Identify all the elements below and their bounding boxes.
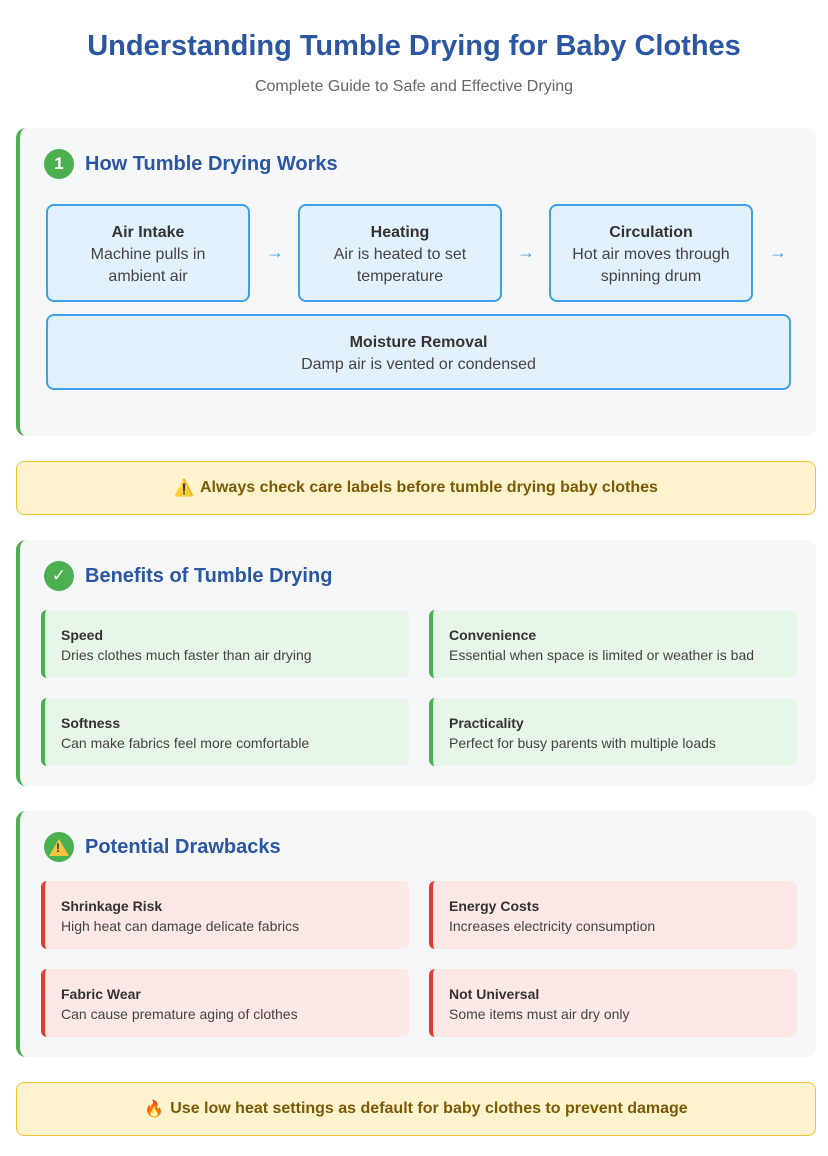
flow-arrow-icon: → [769, 242, 787, 262]
flow-step-desc: ambient air [108, 268, 188, 285]
benefit-card-convenience: Convenience Essential when space is limi… [429, 610, 797, 678]
drawback-card-fabric-wear: Fabric Wear Can cause premature aging of… [41, 969, 409, 1037]
card-title: Softness [61, 715, 121, 731]
flow-step-air-intake: Air Intake Machine pulls in ambient air [46, 204, 250, 302]
card-title: Not Universal [449, 986, 540, 1002]
flow-step-title: Moisture Removal [349, 334, 488, 351]
card-desc: Perfect for busy parents with multiple l… [449, 735, 716, 751]
notice-text: Always check care labels before tumble d… [199, 479, 658, 496]
flow-step-desc: spinning drum [600, 268, 702, 285]
section-title: Potential Drawbacks [85, 835, 281, 858]
card-title: Fabric Wear [61, 986, 141, 1002]
card-desc: Some items must air dry only [449, 1006, 630, 1022]
flow-step-desc: temperature [356, 268, 444, 285]
notice-text: Use low heat settings as default for bab… [170, 1100, 688, 1117]
card-desc: Can make fabrics feel more comfortable [61, 735, 310, 751]
warning-icon: ! [49, 838, 69, 856]
card-title: Convenience [449, 627, 537, 643]
flow-step-desc: Damp air is vented or condensed [301, 356, 536, 373]
flow-step-title: Air Intake [111, 224, 185, 241]
page-title: Understanding Tumble Drying for Baby Clo… [87, 30, 741, 62]
card-title: Energy Costs [449, 898, 540, 914]
flow-step-title: Circulation [609, 224, 693, 241]
card-desc: Dries clothes much faster than air dryin… [61, 647, 312, 663]
benefit-card-softness: Softness Can make fabrics feel more comf… [41, 698, 409, 766]
flow-step-title: Heating [370, 224, 430, 241]
checkmark-icon: ✓ [44, 561, 74, 591]
section-header: 1 How Tumble Drying Works [44, 149, 338, 179]
card-desc: Can cause premature aging of clothes [61, 1006, 298, 1022]
warning-badge: ! [44, 832, 74, 862]
page-subtitle: Complete Guide to Safe and Effective Dry… [254, 78, 574, 95]
benefits-section: ✓ Benefits of Tumble Drying Speed Dries … [16, 540, 816, 786]
step-number-badge: 1 [44, 149, 74, 179]
section-header: ! Potential Drawbacks [44, 832, 281, 862]
benefit-card-practicality: Practicality Perfect for busy parents wi… [429, 698, 797, 766]
how-it-works-section: 1 How Tumble Drying Works Air Intake Mac… [16, 128, 816, 436]
drawback-card-energy: Energy Costs Increases electricity consu… [429, 881, 797, 949]
card-desc: Increases electricity consumption [449, 918, 656, 934]
warning-icon: ⚠️ [174, 480, 194, 497]
low-heat-notice: 🔥 Use low heat settings as default for b… [16, 1082, 816, 1136]
section-title: How Tumble Drying Works [85, 152, 338, 175]
card-title: Practicality [449, 715, 524, 731]
flow-step-desc: Machine pulls in [90, 246, 206, 263]
flow-arrow-icon: → [266, 242, 284, 262]
drawback-card-not-universal: Not Universal Some items must air dry on… [429, 969, 797, 1037]
card-desc: Essential when space is limited or weath… [449, 647, 755, 663]
benefit-card-speed: Speed Dries clothes much faster than air… [41, 610, 409, 678]
section-header: ✓ Benefits of Tumble Drying [44, 561, 332, 591]
flow-step-circulation: Circulation Hot air moves through spinni… [549, 204, 753, 302]
flow-step-desc: Hot air moves through [572, 246, 730, 263]
fire-icon: 🔥 [144, 1101, 165, 1118]
card-title: Shrinkage Risk [61, 898, 163, 914]
care-label-notice: ⚠️ Always check care labels before tumbl… [16, 461, 816, 515]
flow-step-desc: Air is heated to set [333, 246, 467, 263]
drawback-card-shrinkage: Shrinkage Risk High heat can damage deli… [41, 881, 409, 949]
section-title: Benefits of Tumble Drying [85, 564, 333, 587]
flow-step-moisture-removal: Moisture Removal Damp air is vented or c… [46, 314, 791, 390]
card-desc: High heat can damage delicate fabrics [61, 918, 300, 934]
flow-step-heating: Heating Air is heated to set temperature [298, 204, 502, 302]
flow-arrow-icon: → [517, 242, 535, 262]
card-title: Speed [61, 627, 104, 643]
drawbacks-section: ! Potential Drawbacks Shrinkage Risk Hig… [16, 811, 816, 1057]
